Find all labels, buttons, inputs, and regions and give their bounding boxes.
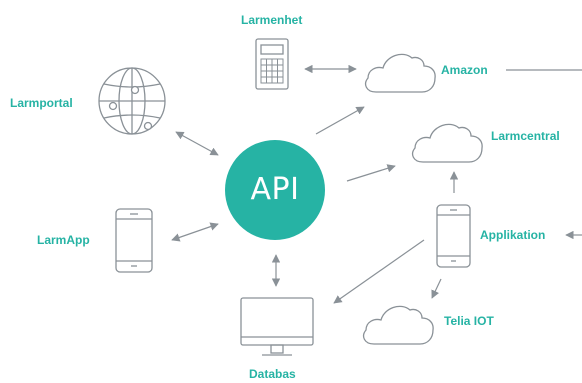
databas-label: Databas <box>249 367 296 381</box>
api-hub-label: API <box>250 172 300 207</box>
applikation-label: Applikation <box>480 228 546 242</box>
calculator-icon <box>255 38 289 90</box>
api-hub-circle <box>225 140 325 240</box>
larmapp-label: LarmApp <box>37 233 90 247</box>
arrow-applikation-telia-iot <box>431 278 442 299</box>
monitor-icon <box>240 297 314 356</box>
larmenhet-label: Larmenhet <box>241 13 303 27</box>
arrow-applikation-databas <box>333 239 425 304</box>
globe-icon <box>98 67 166 135</box>
cloud-icon <box>363 305 434 345</box>
larmcentral-label: Larmcentral <box>491 129 560 143</box>
cloud-icon <box>412 123 483 163</box>
telia-iot-label: Telia IOT <box>444 314 494 328</box>
arrow-larmportal-api <box>175 131 219 156</box>
cloud-icon <box>365 53 436 93</box>
smartphone-icon <box>115 208 153 273</box>
arrow-api-amazon <box>315 106 365 135</box>
amazon-label: Amazon <box>441 63 488 77</box>
smartphone-icon <box>436 204 471 268</box>
arrow-api-larmcentral <box>346 164 396 182</box>
larmportal-label: Larmportal <box>10 96 73 110</box>
arrow-larmapp-api <box>171 222 219 242</box>
